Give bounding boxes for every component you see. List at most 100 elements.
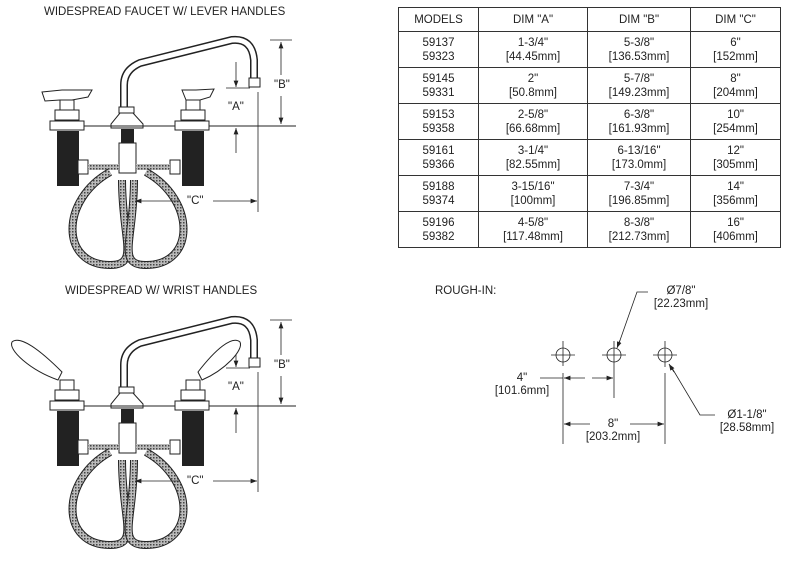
cell-dim-b-line: 6-13/16" bbox=[617, 144, 661, 157]
cell-models-line: 59323 bbox=[422, 50, 455, 63]
cell-dim-c: 14"[356mm] bbox=[690, 175, 781, 212]
dim-c-label: "C" bbox=[187, 195, 204, 207]
header-dim-b: DIM "B" bbox=[587, 7, 691, 32]
cell-models-line: 59374 bbox=[422, 194, 455, 207]
cell-dim-b-line: [196.85mm] bbox=[608, 194, 670, 207]
spacing-8: 8" bbox=[607, 418, 619, 430]
spacing-8-mm: [203.2mm] bbox=[585, 431, 641, 443]
cell-dim-b: 8-3/8"[212.73mm] bbox=[587, 211, 691, 248]
header-dim-c: DIM "C" bbox=[690, 7, 781, 32]
cell-models-line: 59161 bbox=[422, 144, 455, 157]
header-dim-a: DIM "A" bbox=[478, 7, 588, 32]
cell-dim-a-line: [50.8mm] bbox=[509, 86, 557, 99]
cell-dim-c: 16"[406mm] bbox=[690, 211, 781, 248]
cell-models-line: 59196 bbox=[422, 216, 455, 229]
large-hole-mm: [28.58mm] bbox=[719, 422, 775, 434]
dim-c-label: "C" bbox=[187, 475, 204, 487]
spacing-8-label: 8"[203.2mm] bbox=[578, 418, 648, 444]
cell-dim-b: 5-7/8"[149.23mm] bbox=[587, 67, 691, 104]
cell-dim-b-line: 7-3/4" bbox=[623, 180, 655, 193]
cell-models-line: 59331 bbox=[422, 86, 455, 99]
cell-dim-c-line: 16" bbox=[727, 216, 744, 229]
lever-handle-left bbox=[41, 89, 93, 102]
cell-dim-b-line: [136.53mm] bbox=[608, 50, 670, 63]
cell-dim-b: 6-3/8"[161.93mm] bbox=[587, 103, 691, 140]
cell-dim-b: 6-13/16"[173.0mm] bbox=[587, 139, 691, 176]
cell-dim-a: 3-15/16"[100mm] bbox=[478, 175, 588, 212]
bottom-drawing-title: WIDESPREAD W/ WRIST HANDLES bbox=[65, 285, 258, 297]
cell-dim-c-line: 8" bbox=[730, 72, 741, 85]
small-hole-size: Ø7/8" bbox=[666, 285, 696, 297]
dim-b-label: "B" bbox=[274, 359, 290, 371]
cell-dim-c-line: [152mm] bbox=[713, 50, 758, 63]
cell-dim-a: 1-3/4"[44.45mm] bbox=[478, 31, 588, 68]
cell-dim-b-line: 5-3/8" bbox=[623, 36, 655, 49]
cell-dim-c-line: 12" bbox=[727, 144, 744, 157]
dim-a-label: "A" bbox=[228, 381, 244, 393]
cell-models-line: 59137 bbox=[422, 36, 455, 49]
cell-dim-c-line: [356mm] bbox=[713, 194, 758, 207]
cell-dim-c-line: [254mm] bbox=[713, 122, 758, 135]
cell-models-line: 59188 bbox=[422, 180, 455, 193]
cell-dim-c: 6"[152mm] bbox=[690, 31, 781, 68]
cell-dim-a-line: 4-5/8" bbox=[517, 216, 549, 229]
large-hole-label: Ø1-1/8"[28.58mm] bbox=[708, 409, 786, 435]
rough-in-title: ROUGH-IN: bbox=[435, 285, 497, 297]
small-hole-mm: [22.23mm] bbox=[653, 298, 709, 310]
wrist-handle-left bbox=[11, 339, 63, 381]
cell-dim-b-line: [149.23mm] bbox=[608, 86, 670, 99]
cell-dim-a-line: [117.48mm] bbox=[503, 230, 563, 243]
dim-a-label: "A" bbox=[228, 101, 244, 113]
cell-dim-a-line: 3-15/16" bbox=[511, 180, 555, 193]
cell-dim-a-line: [82.55mm] bbox=[505, 158, 561, 171]
cell-dim-a-line: [66.68mm] bbox=[505, 122, 561, 135]
header-models: MODELS bbox=[398, 7, 479, 32]
cell-dim-c-line: 6" bbox=[730, 36, 741, 49]
dim-b-label: "B" bbox=[274, 79, 290, 91]
table-header-row: MODELS DIM "A" DIM "B" DIM "C" bbox=[398, 7, 781, 32]
cell-dim-b-line: 6-3/8" bbox=[623, 108, 655, 121]
cell-dim-c-line: 14" bbox=[727, 180, 744, 193]
wrist-handle-right bbox=[197, 339, 241, 381]
cell-dim-a-line: 1-3/4" bbox=[517, 36, 549, 49]
cell-dim-a-line: 2-5/8" bbox=[517, 108, 549, 121]
cell-models-line: 59358 bbox=[422, 122, 455, 135]
cell-dim-c: 8"[204mm] bbox=[690, 67, 781, 104]
small-hole-label: Ø7/8"[22.23mm] bbox=[646, 285, 716, 311]
cell-dim-b-line: 8-3/8" bbox=[623, 216, 655, 229]
large-hole-size: Ø1-1/8" bbox=[727, 409, 767, 421]
cell-dim-b-line: [212.73mm] bbox=[608, 230, 670, 243]
cell-dim-a-line: [100mm] bbox=[510, 194, 556, 207]
cell-dim-a-line: 3-1/4" bbox=[517, 144, 549, 157]
spacing-4: 4" bbox=[516, 372, 528, 384]
cell-dim-c: 12"[305mm] bbox=[690, 139, 781, 176]
cell-dim-c-line: [406mm] bbox=[713, 230, 758, 243]
cell-dim-c: 10"[254mm] bbox=[690, 103, 781, 140]
spacing-4-mm: [101.6mm] bbox=[494, 385, 550, 397]
cell-dim-b-line: 5-7/8" bbox=[623, 72, 655, 85]
cell-dim-b-line: [161.93mm] bbox=[608, 122, 670, 135]
cell-models-line: 59145 bbox=[422, 72, 455, 85]
cell-dim-a-line: [44.45mm] bbox=[505, 50, 561, 63]
cell-dim-a: 4-5/8"[117.48mm] bbox=[478, 211, 588, 248]
cell-dim-c-line: 10" bbox=[727, 108, 744, 121]
cell-dim-c-line: [204mm] bbox=[713, 86, 758, 99]
cell-dim-b-line: [173.0mm] bbox=[611, 158, 667, 171]
cell-dim-c-line: [305mm] bbox=[713, 158, 758, 171]
rough-in-drawing bbox=[540, 291, 715, 444]
cell-models-line: 59153 bbox=[422, 108, 455, 121]
spacing-4-label: 4"[101.6mm] bbox=[488, 372, 556, 398]
cell-dim-a-line: 2" bbox=[527, 72, 539, 85]
cell-dim-a: 3-1/4"[82.55mm] bbox=[478, 139, 588, 176]
